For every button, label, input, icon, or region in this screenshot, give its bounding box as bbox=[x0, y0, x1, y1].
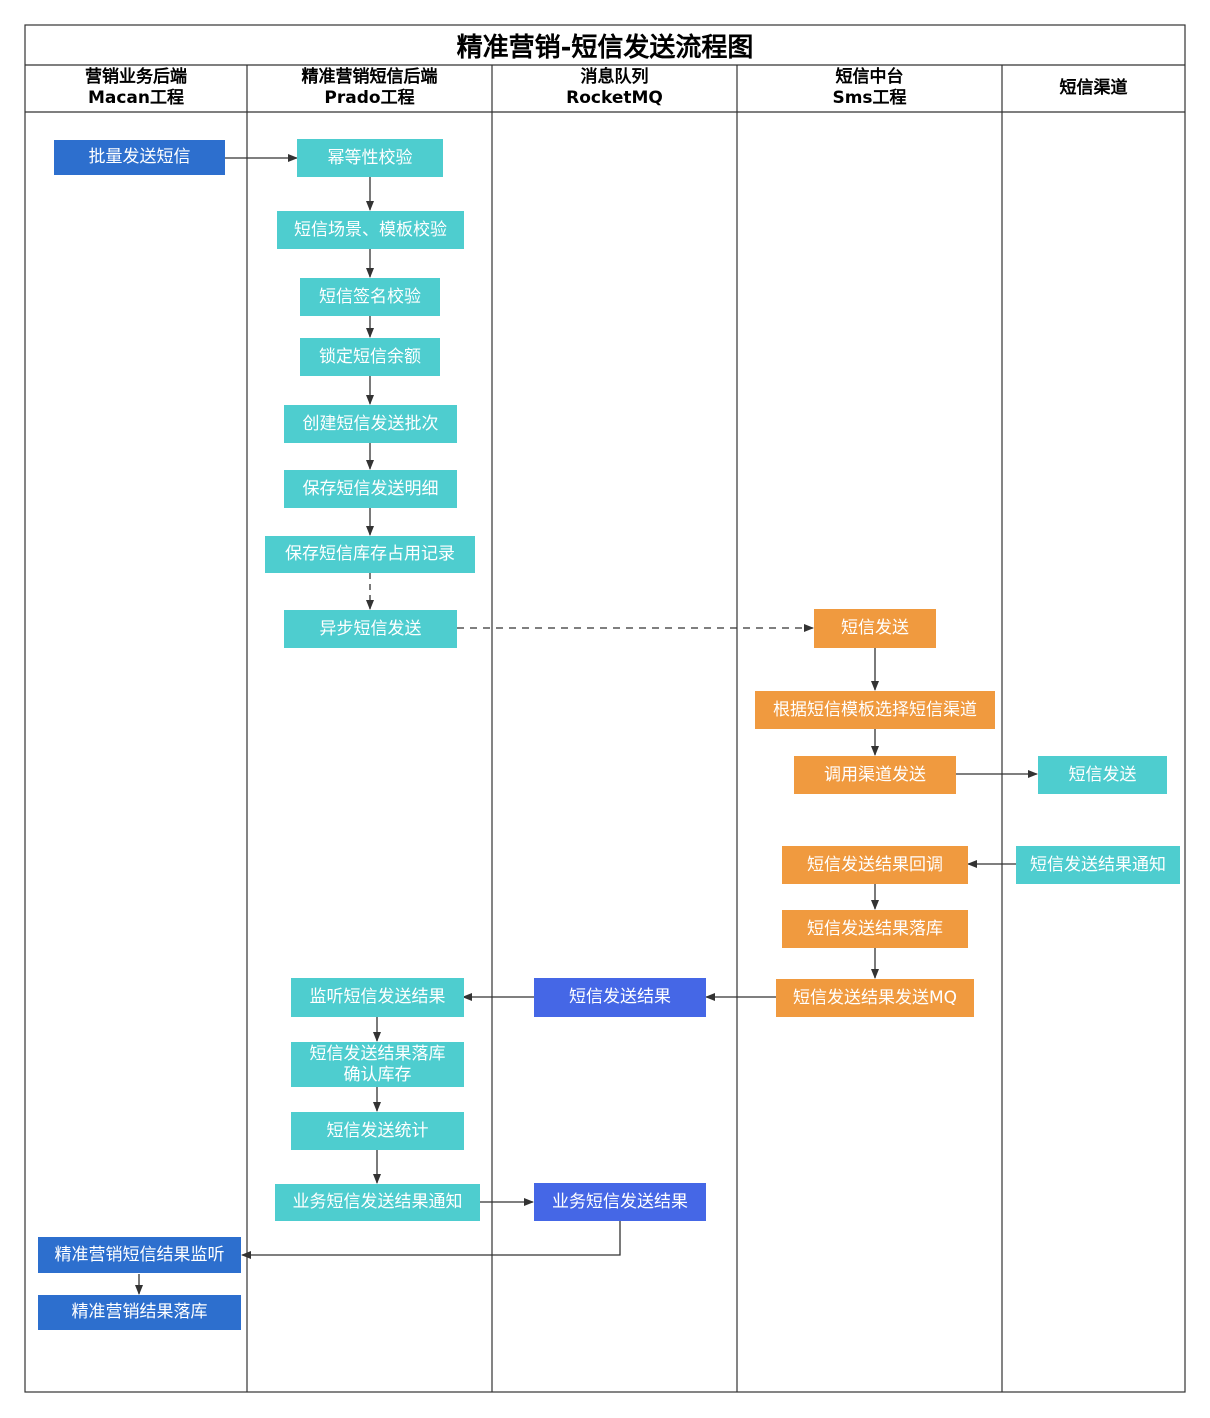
node-save-detail: 保存短信发送明细 bbox=[284, 470, 457, 508]
page-title: 精准营销-短信发送流程图 bbox=[456, 32, 754, 63]
node-listen-result: 监听短信发送结果 bbox=[291, 978, 464, 1017]
lane-header-channel: 短信渠道 bbox=[1002, 65, 1185, 111]
node-call-channel: 调用渠道发送 bbox=[794, 756, 956, 794]
node-marketing-listen: 精准营销短信结果监听 bbox=[38, 1237, 241, 1273]
node-idempotency-check: 幂等性校验 bbox=[297, 139, 443, 177]
node-result-persist: 短信发送结果落库 bbox=[782, 910, 968, 948]
swimlane-grid bbox=[24, 24, 1186, 1393]
lane-title: 消息队列 bbox=[580, 67, 649, 87]
lane-header-sms: 短信中台 Sms工程 bbox=[737, 65, 1002, 111]
node-scene-template-check: 短信场景、模板校验 bbox=[277, 211, 464, 249]
lane-subtitle: RocketMQ bbox=[566, 88, 663, 108]
node-sms-send: 短信发送 bbox=[814, 609, 936, 648]
lane-subtitle: Sms工程 bbox=[832, 88, 907, 108]
lane-title: 短信中台 bbox=[835, 67, 904, 87]
node-result-callback: 短信发送结果回调 bbox=[782, 846, 968, 884]
lane-subtitle: Macan工程 bbox=[87, 88, 185, 108]
arrow-mq-biz-to-marketing bbox=[241, 1221, 621, 1259]
lane-subtitle: Prado工程 bbox=[324, 88, 415, 108]
node-mq-biz-result: 业务短信发送结果 bbox=[534, 1183, 706, 1221]
node-result-mq-send: 短信发送结果发送MQ bbox=[776, 979, 974, 1017]
lane-title: 精准营销短信后端 bbox=[301, 67, 438, 87]
node-marketing-persist: 精准营销结果落库 bbox=[38, 1295, 241, 1330]
node-async-send: 异步短信发送 bbox=[284, 610, 457, 648]
node-result-notify-channel: 短信发送结果通知 bbox=[1016, 846, 1180, 884]
lane-title: 营销业务后端 bbox=[85, 67, 187, 87]
node-signature-check: 短信签名校验 bbox=[300, 278, 440, 316]
node-lock-balance: 锁定短信余额 bbox=[300, 338, 440, 376]
lane-header-rocketmq: 消息队列 RocketMQ bbox=[492, 65, 737, 111]
node-send-stats: 短信发送统计 bbox=[291, 1112, 464, 1150]
node-batch-send: 批量发送短信 bbox=[54, 140, 225, 175]
node-create-batch: 创建短信发送批次 bbox=[284, 405, 457, 443]
connectors bbox=[135, 154, 1038, 1295]
node-persist-confirm-line1: 短信发送结果落库 bbox=[309, 1043, 446, 1064]
lane-header-prado: 精准营销短信后端 Prado工程 bbox=[247, 65, 492, 111]
node-channel-send: 短信发送 bbox=[1038, 756, 1167, 794]
node-persist-confirm-line2: 确认库存 bbox=[343, 1064, 412, 1085]
node-save-stock-record: 保存短信库存占用记录 bbox=[265, 536, 475, 573]
lane-title: 短信渠道 bbox=[1059, 77, 1128, 98]
node-mq-result: 短信发送结果 bbox=[534, 978, 706, 1017]
node-persist-confirm: 短信发送结果落库 确认库存 bbox=[291, 1042, 464, 1087]
node-biz-notify: 业务短信发送结果通知 bbox=[275, 1184, 480, 1221]
node-select-channel: 根据短信模板选择短信渠道 bbox=[755, 691, 995, 729]
lane-header-macan: 营销业务后端 Macan工程 bbox=[25, 65, 247, 111]
